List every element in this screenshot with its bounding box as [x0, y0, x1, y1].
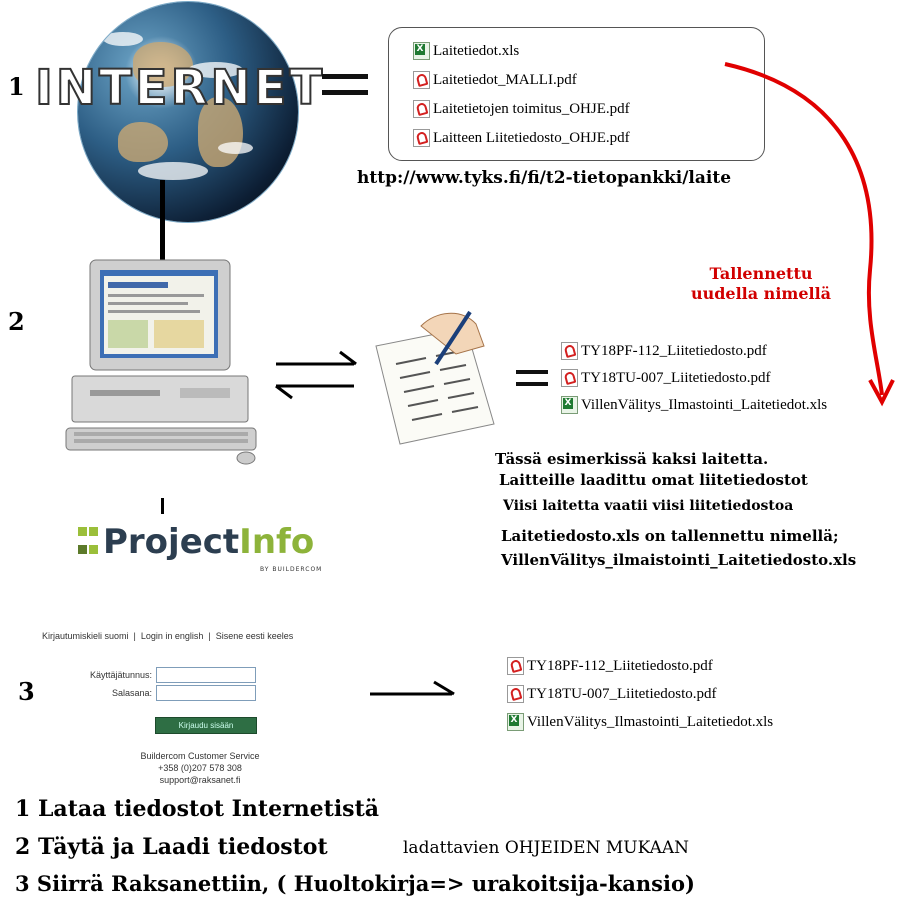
file-item[interactable]: Laitetiedot.xls	[413, 42, 519, 60]
step-1-number: 1	[8, 72, 25, 101]
source-url[interactable]: http://www.tyks.fi/fi/t2-tietopankki/lai…	[357, 168, 732, 188]
username-label: Käyttäjätunnus:	[89, 670, 152, 680]
pdf-file-icon	[507, 685, 524, 703]
logo-part-project: Project	[103, 522, 240, 562]
file-name: TY18PF-112_Liitetiedosto.pdf	[581, 342, 767, 359]
file-item[interactable]: Laitetietojen toimitus_OHJE.pdf	[413, 100, 630, 118]
exchange-arrows-icon	[275, 350, 357, 400]
file-item[interactable]: Laitetiedot_MALLI.pdf	[413, 71, 577, 89]
file-item[interactable]: VillenVälitys_Ilmastointi_Laitetiedot.xl…	[561, 396, 827, 414]
transfer-arrow-icon	[370, 680, 455, 696]
document-edit-icon	[375, 310, 495, 445]
explanation-note: Laitetiedosto.xls on tallennettu nimellä…	[501, 527, 839, 545]
file-name: Laitetiedot.xls	[433, 42, 520, 59]
excel-file-icon	[413, 42, 430, 60]
pdf-file-icon	[507, 657, 524, 675]
pdf-file-icon	[413, 100, 430, 118]
service-phone: +358 (0)207 578 308	[158, 763, 242, 773]
file-name: Laitteen Liitetiedosto_OHJE.pdf	[433, 129, 630, 146]
file-name: TY18PF-112_Liitetiedosto.pdf	[527, 657, 713, 674]
file-item[interactable]: TY18PF-112_Liitetiedosto.pdf	[507, 657, 713, 675]
summary-line-2-note: ladattavien OHJEIDEN MUKAAN	[403, 838, 690, 858]
explanation-note: Laitteille laadittu omat liitetiedostot	[499, 471, 808, 489]
download-files-box: Laitetiedot.xls Laitetiedot_MALLI.pdf La…	[388, 27, 765, 161]
connector-line	[160, 180, 165, 262]
step-3-number: 3	[18, 677, 35, 706]
service-name: Buildercom Customer Service	[140, 751, 260, 761]
file-name: VillenVälitys_Ilmastointi_Laitetiedot.xl…	[581, 396, 828, 413]
login-button[interactable]: Kirjaudu sisään	[155, 717, 257, 734]
file-item[interactable]: TY18TU-007_Liitetiedosto.pdf	[507, 685, 717, 703]
summary-line-1: 1 Lataa tiedostot Internetistä	[15, 796, 379, 822]
computer-icon	[65, 259, 257, 465]
explanation-note: Tässä esimerkissä kaksi laitetta.	[495, 450, 769, 468]
excel-file-icon	[507, 713, 524, 731]
equals-icon	[322, 70, 368, 100]
pdf-file-icon	[561, 369, 578, 387]
file-name: TY18TU-007_Liitetiedosto.pdf	[527, 685, 717, 702]
red-arrow-icon	[724, 62, 895, 407]
step-2-number: 2	[8, 307, 25, 336]
pdf-file-icon	[413, 129, 430, 147]
file-item[interactable]: TY18PF-112_Liitetiedosto.pdf	[561, 342, 767, 360]
equals-icon	[516, 368, 548, 390]
saved-note: Tallennettu uudella nimellä	[690, 264, 832, 303]
language-links[interactable]: Kirjautumiskieli suomi | Login in englis…	[42, 631, 294, 641]
pdf-file-icon	[561, 342, 578, 360]
password-input[interactable]	[156, 685, 256, 701]
summary-line-3: 3 Siirrä Raksanettiin, ( Huoltokirja=> u…	[15, 871, 695, 896]
username-input[interactable]	[156, 667, 256, 683]
logo-part-info: Info	[239, 522, 315, 562]
file-name: TY18TU-007_Liitetiedosto.pdf	[581, 369, 771, 386]
file-name: VillenVälitys_Ilmastointi_Laitetiedot.xl…	[527, 713, 774, 730]
service-email[interactable]: support@raksanet.fi	[159, 775, 241, 785]
globe-image	[78, 2, 298, 222]
logo-subtitle: BY BUILDERCOM	[260, 566, 323, 573]
explanation-note: Viisi laitetta vaatii viisi liitetiedost…	[503, 498, 794, 514]
file-item[interactable]: TY18TU-007_Liitetiedosto.pdf	[561, 369, 771, 387]
file-item[interactable]: VillenVälitys_Ilmastointi_Laitetiedot.xl…	[507, 713, 773, 731]
internet-word: INTERNET	[34, 59, 326, 117]
file-item[interactable]: Laitteen Liitetiedosto_OHJE.pdf	[413, 129, 630, 147]
connector-line	[161, 498, 164, 514]
excel-file-icon	[561, 396, 578, 414]
summary-line-2: 2 Täytä ja Laadi tiedostot	[15, 834, 328, 860]
explanation-note: VillenVälitys_ilmaistointi_Laitetiedosto…	[501, 551, 857, 569]
password-label: Salasana:	[111, 688, 152, 698]
pdf-file-icon	[413, 71, 430, 89]
file-name: Laitetietojen toimitus_OHJE.pdf	[433, 100, 630, 117]
file-name: Laitetiedot_MALLI.pdf	[433, 71, 577, 88]
